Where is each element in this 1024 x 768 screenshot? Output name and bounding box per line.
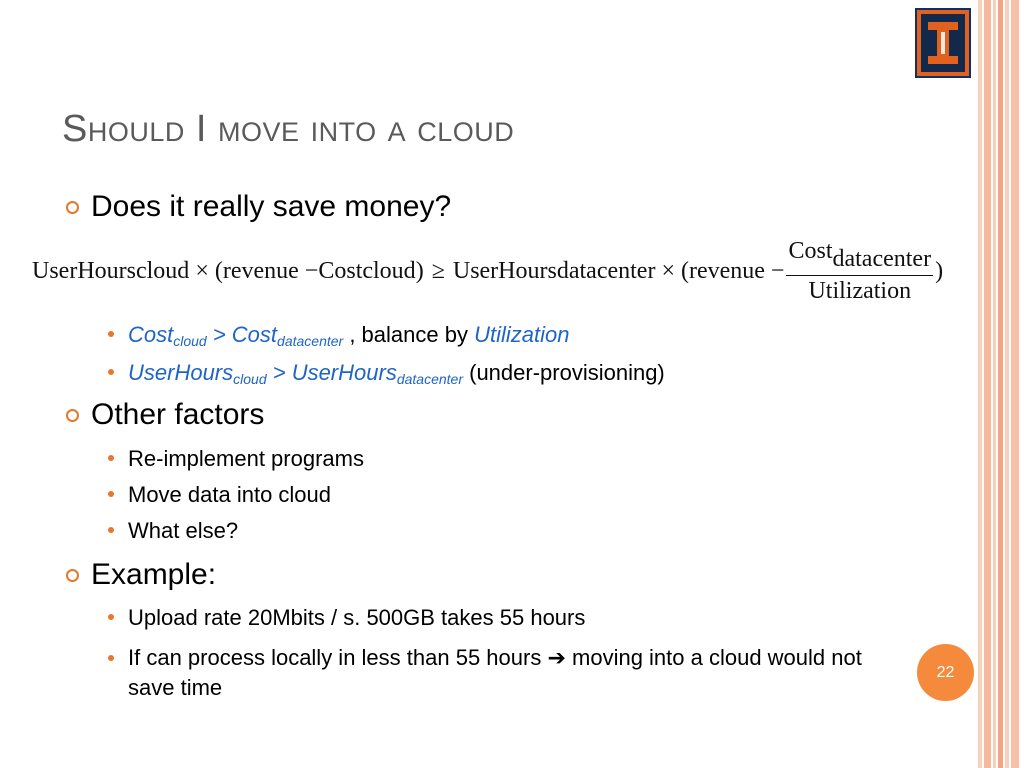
decor-stripe xyxy=(984,0,991,768)
bullet-text: Does it really save money? xyxy=(91,190,452,223)
formula-revenue-minus: revenue − xyxy=(688,258,785,284)
text-sub-cloud: cloud xyxy=(173,333,207,349)
bullet-save-money: Does it really save money? xyxy=(66,190,451,224)
page-number-badge: 22 xyxy=(917,644,974,701)
decor-stripe xyxy=(998,0,1003,768)
text-balance: , balance by xyxy=(343,322,475,347)
right-arrow-icon: ➔ xyxy=(547,645,566,670)
formula-cost: Cost xyxy=(788,238,833,264)
formula-times: × xyxy=(195,258,209,284)
ring-bullet-icon xyxy=(66,568,79,582)
bullet-example: Example: xyxy=(66,558,216,592)
dot-bullet-icon xyxy=(108,655,114,661)
ring-bullet-icon xyxy=(66,200,79,214)
university-logo xyxy=(915,8,971,78)
formula-close-paren: ) xyxy=(935,258,944,284)
sub-bullet-cost: Costcloud > Costdatacenter , balance by … xyxy=(108,322,878,349)
sub-bullet-what-else: What else? xyxy=(108,518,878,544)
bullet-text: Move data into cloud xyxy=(128,482,332,507)
formula-geq: ≥ xyxy=(431,258,445,284)
text-gt: > xyxy=(266,360,292,385)
text-underprov: (under-provisioning) xyxy=(463,360,665,385)
text-sub-datacenter: datacenter xyxy=(396,371,463,387)
dot-bullet-icon xyxy=(108,331,114,337)
bullet-text: Re-implement programs xyxy=(128,446,364,471)
text-userhours: UserHours xyxy=(291,360,397,385)
decor-stripe xyxy=(978,0,982,768)
dot-bullet-icon xyxy=(108,614,114,620)
formula-sub-cloud: cloud xyxy=(135,258,190,284)
dot-bullet-icon xyxy=(108,369,114,375)
formula-userhours: UserHours xyxy=(32,258,136,284)
formula-open-paren: ( xyxy=(214,258,223,284)
dot-bullet-icon xyxy=(108,455,114,461)
sub-bullet-userhours: UserHourscloud > UserHoursdatacenter (un… xyxy=(108,360,878,387)
slide-title: Should I move into a cloud xyxy=(62,108,515,150)
text-sub-datacenter: datacenter xyxy=(277,333,344,349)
text-sub-cloud: cloud xyxy=(233,371,267,387)
text-gt: > xyxy=(206,322,232,347)
dot-bullet-icon xyxy=(108,491,114,497)
formula-utilization: Utilization xyxy=(808,278,912,304)
text-part-b: moving into a cloud would not save time xyxy=(128,645,862,700)
decor-stripe xyxy=(993,0,996,768)
formula-cost: Cost xyxy=(318,258,363,284)
text-cost: Cost xyxy=(128,322,174,347)
text-cost: Cost xyxy=(231,322,278,347)
bullet-text: Example: xyxy=(91,558,217,591)
formula-sub-datacenter: datacenter xyxy=(556,258,656,284)
sub-bullet-process-locally: If can process locally in less than 55 h… xyxy=(108,643,878,703)
text-userhours: UserHours xyxy=(128,360,234,385)
ring-bullet-icon xyxy=(66,408,79,422)
decor-stripe xyxy=(1011,0,1019,768)
sub-bullet-move-data: Move data into cloud xyxy=(108,482,878,508)
formula-times: × xyxy=(661,258,675,284)
formula-userhours: UserHours xyxy=(452,258,557,284)
formula-open-paren: ( xyxy=(680,258,689,284)
dot-bullet-icon xyxy=(108,527,114,533)
formula-sub-datacenter: datacenter xyxy=(832,246,932,272)
block-i-icon xyxy=(928,22,958,64)
decor-stripe xyxy=(1005,0,1009,768)
bullet-text: Upload rate 20Mbits / s. 500GB takes 55 … xyxy=(128,605,586,630)
sub-bullet-upload-rate: Upload rate 20Mbits / s. 500GB takes 55 … xyxy=(108,605,878,631)
bullet-text: What else? xyxy=(128,518,239,543)
sub-bullet-reimplement: Re-implement programs xyxy=(108,446,878,472)
text-part-a: If can process locally in less than 55 h… xyxy=(128,645,548,670)
text-utilization: Utilization xyxy=(474,322,570,347)
bullet-other-factors: Other factors xyxy=(66,398,264,432)
bullet-text: Other factors xyxy=(91,398,265,431)
formula-revenue-minus: revenue − xyxy=(222,258,319,284)
formula-close-paren: ) xyxy=(415,258,424,284)
formula-sub-cloud: cloud xyxy=(362,258,416,284)
formula-fraction: Costdatacenter Utilization xyxy=(786,238,934,305)
